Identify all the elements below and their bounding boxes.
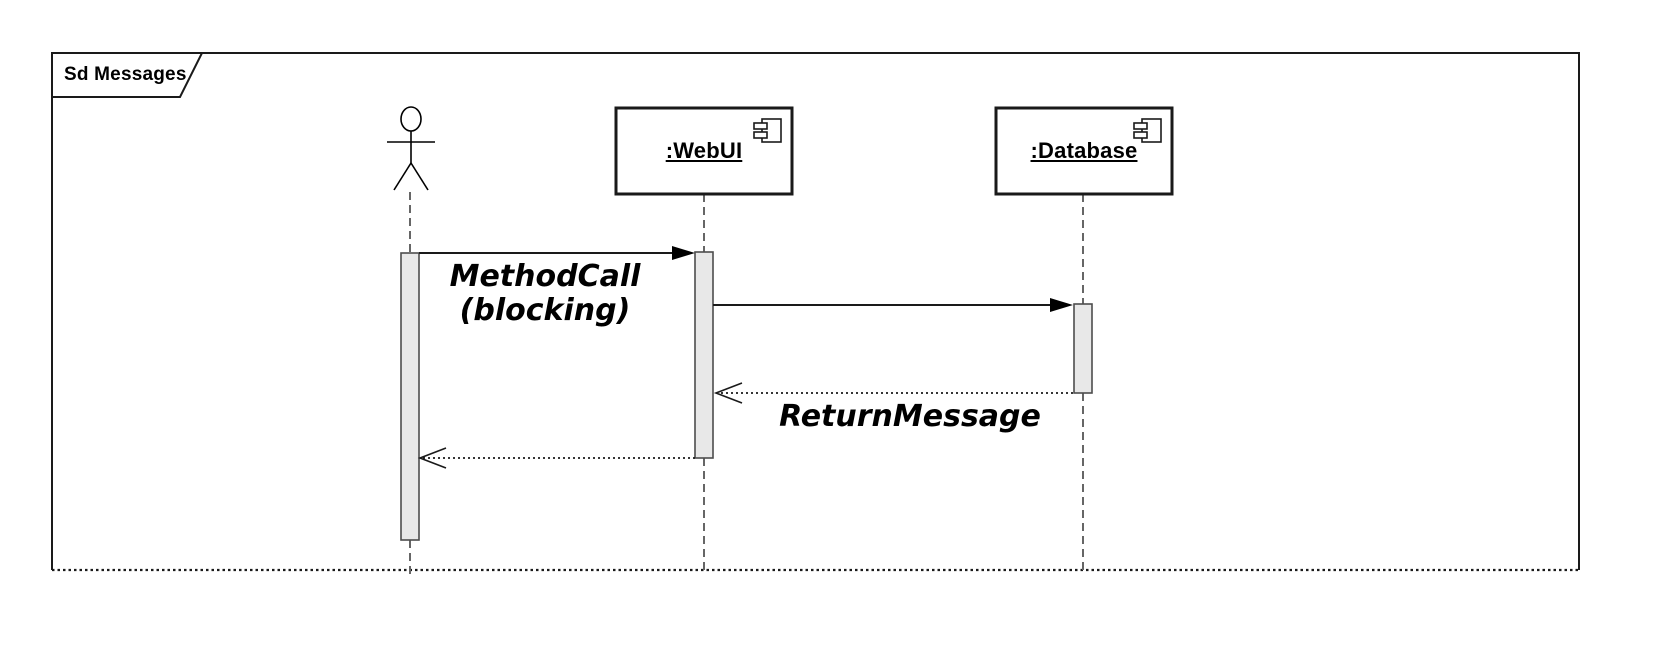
message-arrow-returnmessage (713, 382, 1073, 404)
activation-user (400, 252, 420, 541)
frame-title: Sd Messages (64, 64, 187, 85)
activation-database (1073, 303, 1093, 394)
message-arrow-methodcall (419, 246, 695, 260)
lifeline-label-database: :Database (1030, 138, 1138, 163)
activation-webui (694, 251, 714, 459)
lifelines (409, 192, 1084, 578)
message-label-returnmessage: ReturnMessage (779, 399, 1041, 434)
lifeline-label-webui: :WebUI (665, 138, 743, 163)
lifeline-head-database (994, 106, 1174, 196)
lifeline-head-webui (614, 106, 794, 196)
message-arrow-return-user (417, 447, 695, 469)
message-arrow-call-db (713, 298, 1073, 312)
message-label-methodcall: MethodCall (blocking) (449, 259, 641, 328)
component-icon (1133, 118, 1162, 143)
component-icon (753, 118, 782, 143)
diagram-frame (51, 52, 1580, 572)
actor-stick-figure-icon (387, 106, 435, 191)
frame-title-tab (51, 52, 204, 98)
activation-bars (400, 251, 1093, 541)
